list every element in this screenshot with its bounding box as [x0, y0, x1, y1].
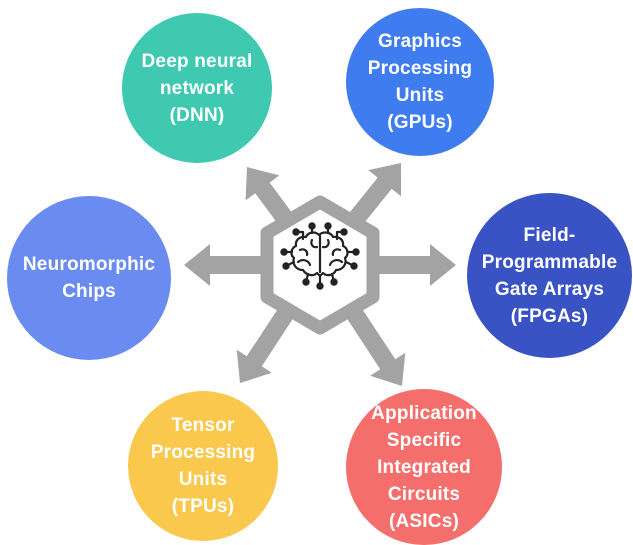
- node-fpga-label: Field- Programmable Gate Arrays (FPGAs): [481, 224, 618, 327]
- node-gpu: Graphics Processing Units (GPUs): [346, 8, 494, 156]
- node-dnn: Deep neural network (DNN): [122, 13, 272, 163]
- arrow-to-fpga: [360, 244, 456, 286]
- node-fpga: Field- Programmable Gate Arrays (FPGAs): [467, 193, 632, 358]
- arrow-to-neuro: [184, 244, 280, 286]
- brain-circuit-icon: [280, 222, 360, 290]
- node-asic: Application Specific Integrated Circuits…: [346, 389, 502, 545]
- node-gpu-label: Graphics Processing Units (GPUs): [367, 31, 473, 133]
- node-dnn-label: Deep neural network (DNN): [141, 50, 253, 126]
- node-tpu: Tensor Processing Units (TPUs): [128, 391, 278, 541]
- node-asic-label: Application Specific Integrated Circuits…: [371, 402, 477, 532]
- node-neuro: Neuromorphic Chips: [7, 196, 171, 360]
- node-tpu-label: Tensor Processing Units (TPUs): [150, 415, 256, 517]
- node-neuro-label: Neuromorphic Chips: [22, 254, 156, 302]
